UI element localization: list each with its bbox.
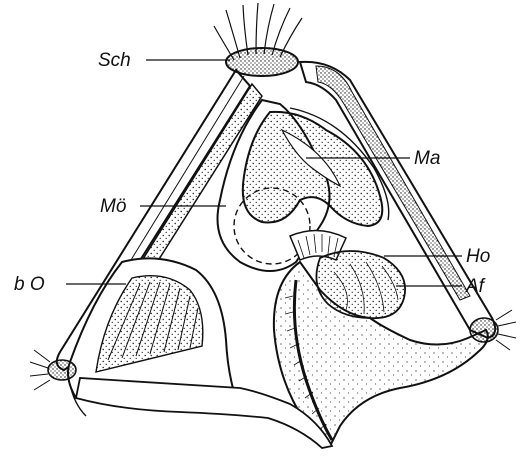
right-tip-cilia <box>496 310 516 350</box>
apical-knob <box>226 48 298 76</box>
left-arm-tip <box>48 360 76 380</box>
label-bo: b O <box>14 274 45 295</box>
left-tip-cilia <box>30 350 50 390</box>
label-sch: Sch <box>98 50 131 71</box>
label-ma: Ma <box>414 148 440 169</box>
right-arm-tip <box>470 318 498 342</box>
label-ho: Ho <box>466 246 490 267</box>
label-af: Af <box>465 276 486 297</box>
label-moe: Mö <box>100 196 127 217</box>
